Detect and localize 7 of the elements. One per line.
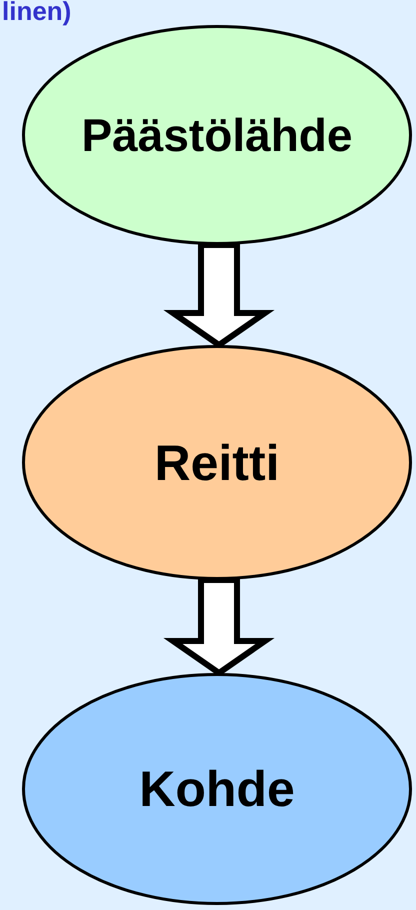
- ellipse-node: [22, 673, 412, 905]
- node-label: Päästölähde: [82, 108, 352, 162]
- node-label: Kohde: [139, 760, 295, 818]
- ellipse-node: [22, 25, 412, 245]
- node-label: Reitti: [154, 434, 280, 492]
- heading-fragment: linen): [2, 0, 72, 26]
- ellipse-node: [22, 345, 412, 580]
